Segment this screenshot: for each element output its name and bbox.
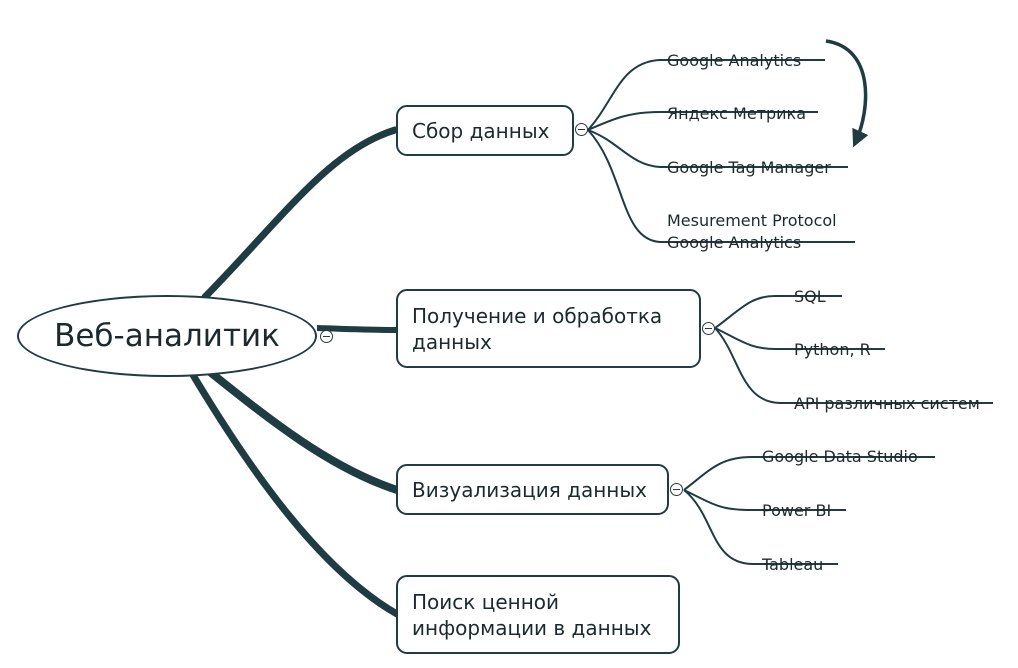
collapse-poluchenie-icon[interactable] (702, 322, 715, 335)
branch-label: Получение и обработка данных (412, 303, 663, 354)
leaf-python-r[interactable]: Python, R (794, 340, 871, 359)
leaf-sql[interactable]: SQL (794, 287, 826, 306)
branch-sbor-dannyh[interactable]: Сбор данных (396, 105, 574, 156)
curved-arrow-icon (825, 39, 869, 148)
leaf-google-data-studio[interactable]: Google Data Studio (762, 447, 918, 466)
leaf-yandex-metrika[interactable]: Яндекс Метрика (667, 104, 807, 123)
leaf-tableau[interactable]: Tableau (762, 555, 824, 574)
leaf-measurement-protocol[interactable]: Mesurement Protocol Google Analytics (667, 211, 837, 252)
root-node[interactable]: Веб-аналитик (17, 295, 317, 377)
leaf-google-tag-manager[interactable]: Google Tag Manager (667, 158, 831, 177)
leaf-google-analytics[interactable]: Google Analytics (667, 51, 802, 70)
branch-vizualizacia[interactable]: Визуализация данных (396, 464, 669, 515)
link-root-sbor (201, 126, 399, 301)
branch-label: Сбор данных (412, 118, 550, 143)
leaf-api[interactable]: API различных систем (794, 394, 980, 413)
link-root-poisk (189, 371, 401, 618)
collapse-vizualizacia-icon[interactable] (670, 483, 683, 496)
branch-poisk[interactable]: Поиск ценной информации в данных (396, 575, 680, 654)
link-root-poluchenie (316, 325, 398, 333)
branch-label: Поиск ценной информации в данных (412, 589, 652, 640)
branch-label: Визуализация данных (412, 477, 647, 502)
collapse-sbor-icon[interactable] (575, 123, 588, 136)
link-root-vizualizacia (206, 368, 401, 494)
collapse-root-icon[interactable] (320, 330, 333, 343)
branch-poluchenie[interactable]: Получение и обработка данных (396, 289, 701, 368)
leaf-power-bi[interactable]: Power BI (762, 501, 832, 520)
root-label: Веб-аналитик (54, 318, 280, 354)
